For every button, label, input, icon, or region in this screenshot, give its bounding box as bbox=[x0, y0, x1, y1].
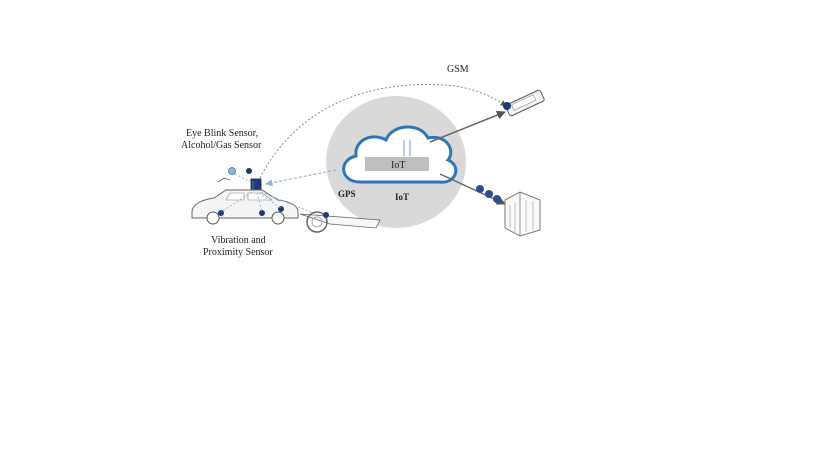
steering-wheel-icon bbox=[299, 211, 381, 233]
cloud-to-phone-arrow bbox=[429, 110, 506, 143]
phone-node bbox=[503, 102, 511, 110]
alcohol-gas-label: Alcohol/Gas Sensor bbox=[181, 140, 262, 151]
gps-link-arrow bbox=[265, 169, 337, 187]
proximity-label: Proximity Sensor bbox=[203, 247, 273, 258]
steering-sensor-node bbox=[323, 212, 329, 218]
cloud-label-box bbox=[365, 157, 429, 171]
eye-blink-label: Eye Blink Sensor, bbox=[186, 128, 258, 139]
vibration-sensor-node bbox=[259, 210, 265, 216]
server-node bbox=[485, 190, 493, 198]
circle-iot-label: IoT bbox=[395, 192, 409, 202]
cloud-icon bbox=[342, 125, 458, 184]
gsm-link-arrow bbox=[259, 83, 507, 179]
vibration-sensor-node bbox=[218, 210, 224, 216]
cloud-iot-label: IoT bbox=[391, 160, 405, 171]
vibration-label: Vibration and bbox=[211, 235, 266, 246]
eye-sensor-node bbox=[246, 168, 252, 174]
driver-head-icon bbox=[217, 167, 236, 183]
server-rack-icon bbox=[504, 191, 541, 237]
server-node bbox=[476, 185, 484, 193]
mobile-phone-icon bbox=[505, 89, 545, 117]
gps-label: GPS bbox=[338, 189, 356, 199]
gsm-label: GSM bbox=[447, 64, 469, 75]
sensor-links bbox=[220, 172, 319, 216]
server-node bbox=[493, 195, 501, 203]
